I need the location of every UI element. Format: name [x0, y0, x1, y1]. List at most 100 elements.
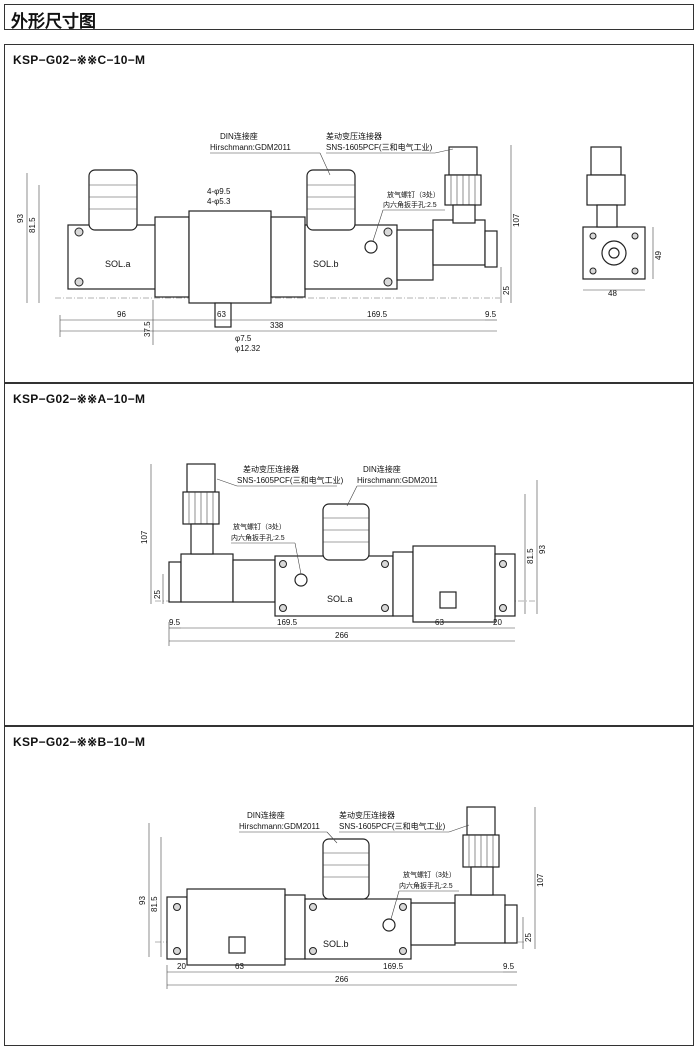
vent-spec-label: 内六角扳手孔:2.5: [399, 881, 453, 890]
sensor-body: [180, 553, 234, 603]
vent-screw: [294, 573, 308, 587]
dim-w266: 266: [335, 975, 349, 984]
solenoid-b-body: [304, 224, 398, 290]
model-title-c: KSP−G02−※※C−10−M: [13, 53, 146, 67]
dim-h37-5: 37.5: [143, 321, 152, 337]
sensor-spec-label: SNS-1605PCF(三和电气工业): [339, 821, 446, 831]
din-connector-a: [88, 169, 138, 231]
flange: [284, 894, 306, 960]
dim-h81-5: 81.5: [150, 896, 159, 912]
dim-w169-5: 169.5: [383, 962, 404, 971]
vent-screw: [364, 240, 378, 254]
flange-left: [154, 216, 190, 298]
hole1-label: 4-φ9.5: [207, 187, 231, 196]
dim-side-w48: 48: [608, 289, 617, 298]
solenoid-a-body: [274, 555, 394, 617]
din-connector-b: [322, 838, 370, 900]
side-view-knurl: [586, 174, 626, 206]
dim-w63: 63: [217, 310, 226, 319]
sensor-body: [432, 219, 486, 266]
pin2-label: φ12.32: [235, 344, 261, 353]
dim-h107: 107: [512, 213, 521, 227]
sol-a-label: SOL.a: [327, 594, 353, 604]
panel-c-type: KSP−G02−※※C−10−M SOL.a: [4, 44, 694, 383]
sensor-neck: [452, 204, 476, 224]
sensor-label: 差动变压连接器: [243, 464, 299, 474]
dim-w266: 266: [335, 631, 349, 640]
dim-h25: 25: [153, 590, 162, 599]
dim-w63: 63: [435, 618, 444, 627]
bolt: [383, 277, 393, 287]
sensor-spec-label: SNS-1605PCF(三和电气工业): [237, 475, 344, 485]
sensor-label: 差动变压连接器: [326, 131, 382, 141]
side-view-neck: [596, 204, 618, 228]
sensor-neck: [190, 523, 214, 555]
drawing-b: SOL.b DIN连接座 Hirschmann:GDM2011 差动变压连接器 …: [138, 806, 545, 989]
drawing-c: SOL.a SOL.b DIN连接座 Hirschmann:GDM2011 差动…: [16, 131, 663, 353]
sensor-spec-label: SNS-1605PCF(三和电气工业): [326, 142, 433, 152]
port-pin: [439, 591, 457, 609]
valve-body: [412, 545, 496, 623]
model-title-a: KSP−G02−※※A−10−M: [13, 392, 146, 406]
vent-spec-label: 内六角扳手孔:2.5: [231, 533, 285, 542]
sensor-body: [454, 894, 506, 944]
dim-w9-5: 9.5: [485, 310, 497, 319]
sensor-connector: [448, 146, 478, 176]
page-title: 外形尺寸图: [11, 12, 96, 31]
dim-h107: 107: [140, 530, 149, 544]
dim-w9-5: 9.5: [169, 618, 181, 627]
dim-h107: 107: [536, 873, 545, 887]
dim-h81-5: 81.5: [28, 217, 37, 233]
solenoid-b-body: [304, 898, 412, 960]
vent-label: 放气螺钉（3处）: [387, 190, 440, 199]
dim-h81-5: 81.5: [526, 548, 535, 564]
sensor-end-cap: [504, 904, 518, 944]
dim-w20: 20: [177, 962, 186, 971]
sol-a-label: SOL.a: [105, 259, 131, 269]
panel-b-type: KSP−G02−※※B−10−M SOL.b DIN连接座 Hirschmann…: [4, 726, 694, 1046]
dim-h93: 93: [538, 545, 547, 554]
dim-w20: 20: [493, 618, 502, 627]
drawing-a: SOL.a 差动变压连接器 SNS-1605PCF(三和电气工业) DIN连接座…: [140, 463, 547, 646]
port-pin: [214, 302, 232, 328]
sensor-connector: [466, 806, 496, 836]
dim-side-h49: 49: [654, 251, 663, 260]
page-header: 外形尺寸图: [4, 4, 694, 31]
sensor-housing: [232, 559, 276, 603]
sensor-neck: [470, 866, 494, 896]
hole2-label: 4-φ5.3: [207, 197, 231, 206]
sensor-label: 差动变压连接器: [339, 810, 395, 820]
din-spec-label: Hirschmann:GDM2011: [210, 143, 291, 152]
vent-label: 放气螺钉（3处）: [233, 522, 286, 531]
dim-h93: 93: [16, 214, 25, 223]
dim-h25: 25: [524, 933, 533, 942]
din-label: DIN连接座: [363, 464, 401, 474]
port-pin: [228, 936, 246, 954]
dim-w338: 338: [270, 321, 284, 330]
din-spec-label: Hirschmann:GDM2011: [357, 476, 438, 485]
dim-w96: 96: [117, 310, 126, 319]
sol-b-label: SOL.b: [313, 259, 339, 269]
vent-label: 放气螺钉（3处）: [403, 870, 456, 879]
din-spec-label: Hirschmann:GDM2011: [239, 822, 320, 831]
valve-body: [188, 210, 272, 304]
vent-screw: [382, 918, 396, 932]
vent-spec-label: 内六角扳手孔:2.5: [383, 200, 437, 209]
sensor-housing: [396, 229, 434, 281]
panel-a-type: KSP−G02−※※A−10−M SOL.a 差动变压连接器 SNS-1605P…: [4, 383, 694, 726]
sensor-end-cap: [168, 561, 182, 603]
dim-w9-5: 9.5: [503, 962, 515, 971]
pin1-label: φ7.5: [235, 334, 252, 343]
model-title-b: KSP−G02−※※B−10−M: [13, 735, 146, 749]
din-label: DIN连接座: [247, 810, 285, 820]
sensor-connector: [186, 463, 216, 493]
dim-h93: 93: [138, 896, 147, 905]
flange-right: [270, 216, 306, 298]
din-connector-a: [322, 503, 370, 561]
sensor-end-cap: [484, 230, 498, 268]
bolt: [74, 227, 84, 237]
side-view-connector: [590, 146, 622, 176]
din-connector-b: [306, 169, 356, 231]
bolt: [383, 227, 393, 237]
dim-w169-5: 169.5: [367, 310, 388, 319]
